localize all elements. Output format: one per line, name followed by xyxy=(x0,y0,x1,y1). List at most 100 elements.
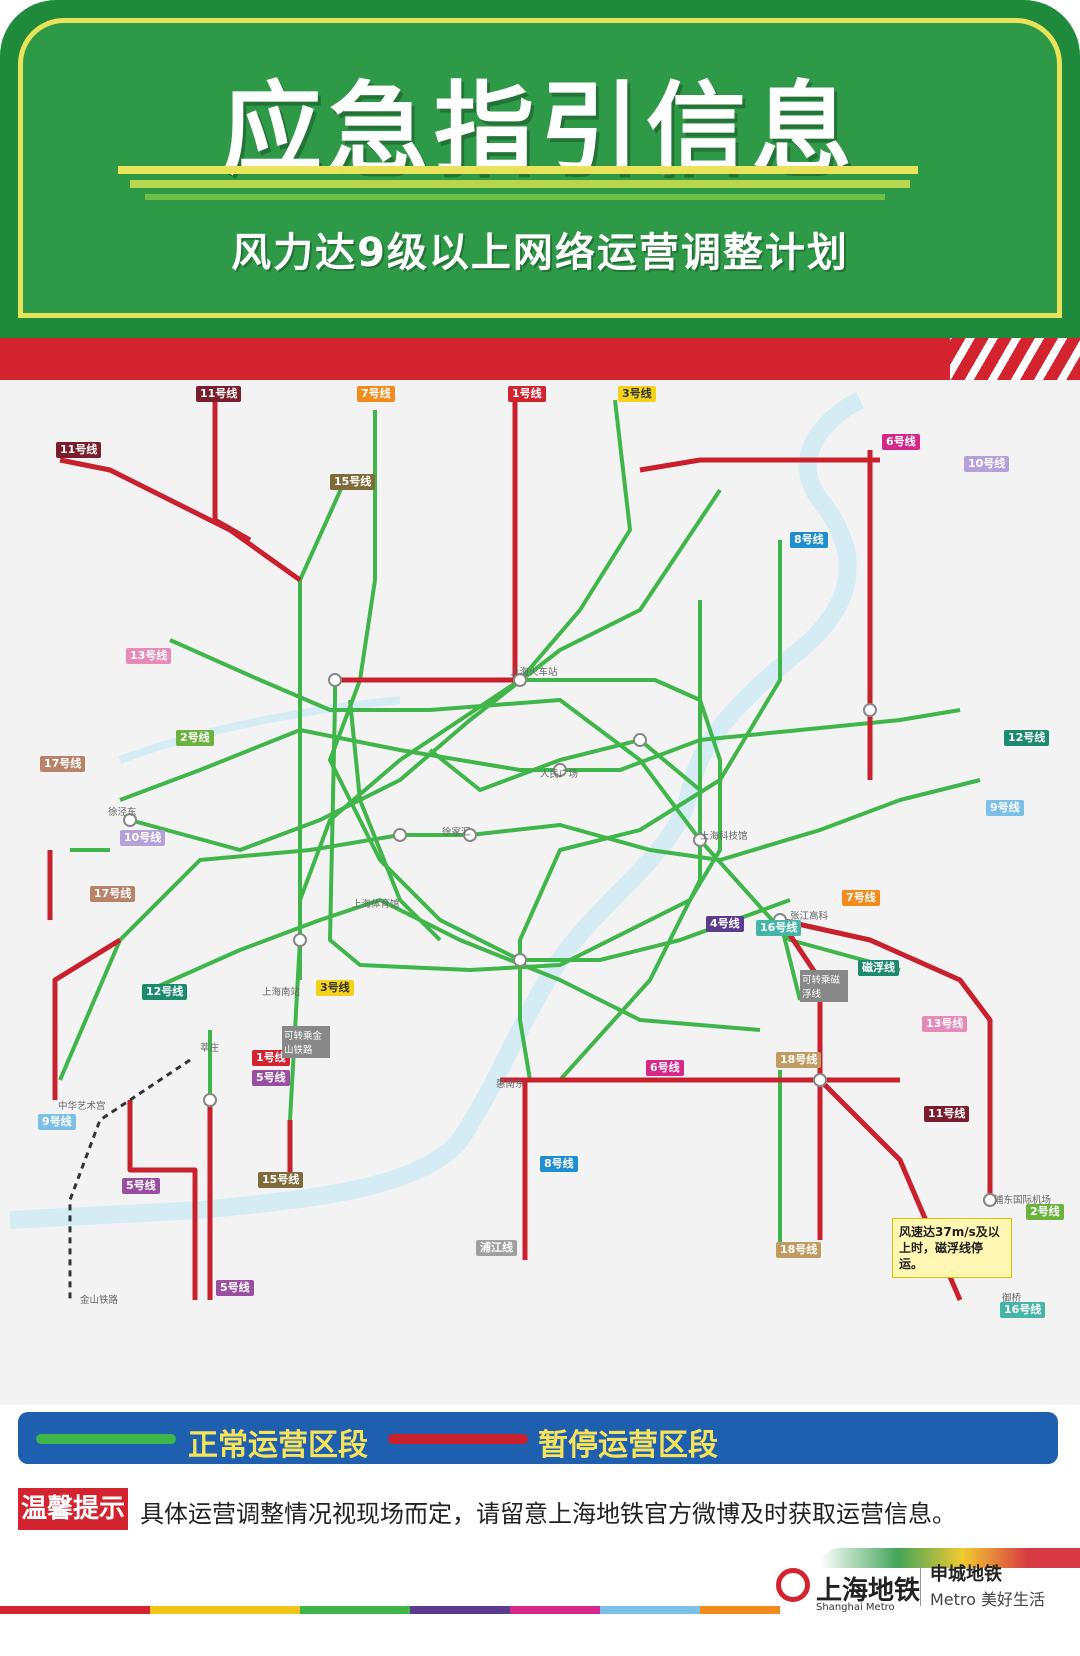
line-badge-11: 11号线 xyxy=(924,1106,970,1122)
line-11-huaqiao-suspended xyxy=(59,457,302,583)
maglev-wind-note: 风速达37m/s及以上时，磁浮线停运。 xyxy=(892,1218,1012,1278)
footer-stripes xyxy=(0,1606,780,1614)
line-badge-4: 4号线 xyxy=(706,916,744,932)
line-badge-2: 2号线 xyxy=(1026,1204,1064,1220)
station-label: 惠南东 xyxy=(496,1079,525,1090)
footer-stripe xyxy=(150,1606,300,1614)
stations xyxy=(123,673,997,1207)
footer-stripe xyxy=(700,1606,780,1614)
transfer-note: 可转乘磁浮线 xyxy=(800,970,848,1002)
line-badge-11: 11号线 xyxy=(196,386,242,402)
footer-stripe xyxy=(410,1606,510,1614)
station-label: 金山铁路 xyxy=(80,1295,119,1306)
station-label: 张江高科 xyxy=(790,911,829,922)
station-label: 徐家汇 xyxy=(442,827,471,838)
river-creek xyxy=(118,696,401,764)
line-badge-5: 5号线 xyxy=(122,1178,160,1194)
station-label: 浦东国际机场 xyxy=(994,1195,1052,1206)
line-badge-13: 13号线 xyxy=(922,1016,968,1032)
line-badge-5: 5号线 xyxy=(216,1280,254,1296)
metro-map-svg xyxy=(9,391,997,1301)
title-stripe xyxy=(118,166,918,174)
line-9-suspended xyxy=(52,937,122,1100)
line-badge-1: 1号线 xyxy=(508,386,546,402)
line-badge-10: 10号线 xyxy=(964,456,1010,472)
station-label: 上海南站 xyxy=(262,987,301,998)
footer-stripe xyxy=(0,1606,150,1614)
sub-brand-2: Metro 美好生活 xyxy=(930,1590,1046,1609)
station-label: 御桥 xyxy=(1002,1293,1022,1304)
brand-divider xyxy=(920,1562,921,1606)
line-badge-17: 17号线 xyxy=(90,886,136,902)
line-badge-15: 15号线 xyxy=(258,1172,304,1188)
line-11-normal xyxy=(348,699,442,942)
line-2-normal xyxy=(119,708,961,802)
line-3-normal xyxy=(298,399,632,980)
station-node xyxy=(513,673,527,687)
line-8-normal xyxy=(518,540,782,1081)
station-label: 中华艺术宫 xyxy=(58,1101,106,1112)
station-label: 上海体育馆 xyxy=(352,899,400,910)
line-badge-18: 18号线 xyxy=(776,1052,822,1068)
line-badge-7: 7号线 xyxy=(842,890,880,906)
line-badge-pujiang: 浦江线 xyxy=(476,1240,517,1256)
station-node xyxy=(553,763,567,777)
station-node xyxy=(463,828,477,842)
line-badge-13: 13号线 xyxy=(126,648,172,664)
station-label: 徐泾东 xyxy=(108,807,137,818)
station-node xyxy=(863,703,877,717)
line-7-normal xyxy=(328,410,791,962)
line-badge-18: 18号线 xyxy=(776,1242,822,1258)
line-badge-15: 15号线 xyxy=(330,474,376,490)
line-badge-8: 8号线 xyxy=(790,532,828,548)
line-badge-1: 1号线 xyxy=(252,1050,290,1066)
station-label: 上海火车站 xyxy=(510,667,558,678)
line-badge-16: 16号线 xyxy=(1000,1302,1046,1318)
normal-lines xyxy=(58,399,981,1250)
line-badge-9: 9号线 xyxy=(986,800,1024,816)
footer-stripe xyxy=(510,1606,600,1614)
line-13-normal xyxy=(169,638,901,972)
legend-suspended-label: 暂停运营区段 xyxy=(538,1428,718,1463)
legend-normal-swatch xyxy=(36,1434,176,1444)
legend-suspended-swatch xyxy=(388,1434,528,1444)
legend-normal-label: 正常运营区段 xyxy=(188,1428,368,1463)
line-10-normal xyxy=(129,488,722,852)
title-stripe xyxy=(130,180,910,188)
line-badge-6: 6号线 xyxy=(646,1060,684,1076)
line-badge-2: 2号线 xyxy=(176,730,214,746)
legend-bar: 正常运营区段 暂停运营区段 xyxy=(18,1412,1058,1464)
line-badge-10: 10号线 xyxy=(120,830,166,846)
line-6-east-suspended xyxy=(639,457,880,473)
station-node xyxy=(123,813,137,827)
station-node xyxy=(813,1073,827,1087)
river xyxy=(9,391,865,1229)
line-11-jiading-suspended xyxy=(212,400,252,543)
station-node xyxy=(203,1093,217,1107)
line-badge-7: 7号线 xyxy=(357,386,395,402)
brand-name: 上海地铁 xyxy=(816,1576,921,1606)
line-badge-9: 9号线 xyxy=(38,1114,76,1130)
suspended-lines xyxy=(47,400,993,1301)
line-badge-3: 3号线 xyxy=(618,386,656,402)
line-badge-11: 11号线 xyxy=(56,442,102,458)
tip-label: 温馨提示 xyxy=(18,1488,128,1530)
sub-brand-1: 申城地铁 xyxy=(930,1564,1002,1585)
brand-name-en: Shanghai Metro xyxy=(816,1602,895,1613)
line-15-normal xyxy=(288,479,347,1121)
line-9-normal xyxy=(58,778,981,1081)
red-band xyxy=(0,338,1080,380)
jinshan-railway xyxy=(68,1058,191,1300)
line-badge-16: 16号线 xyxy=(756,920,802,936)
line-badge-6: 6号线 xyxy=(882,434,920,450)
tip-text: 具体运营调整情况视现场而定，请留意上海地铁官方微博及时获取运营信息。 xyxy=(140,1500,956,1528)
station-node xyxy=(693,833,707,847)
line-jinshan-suspended xyxy=(127,1100,198,1300)
line-6-normal xyxy=(558,600,702,1082)
line-badge-17: 17号线 xyxy=(40,756,86,772)
line-badge-12: 12号线 xyxy=(1004,730,1050,746)
line-badge-5: 5号线 xyxy=(252,1070,290,1086)
line-badge-8: 8号线 xyxy=(540,1156,578,1172)
hatch-pattern xyxy=(950,338,1080,380)
station-node xyxy=(393,828,407,842)
